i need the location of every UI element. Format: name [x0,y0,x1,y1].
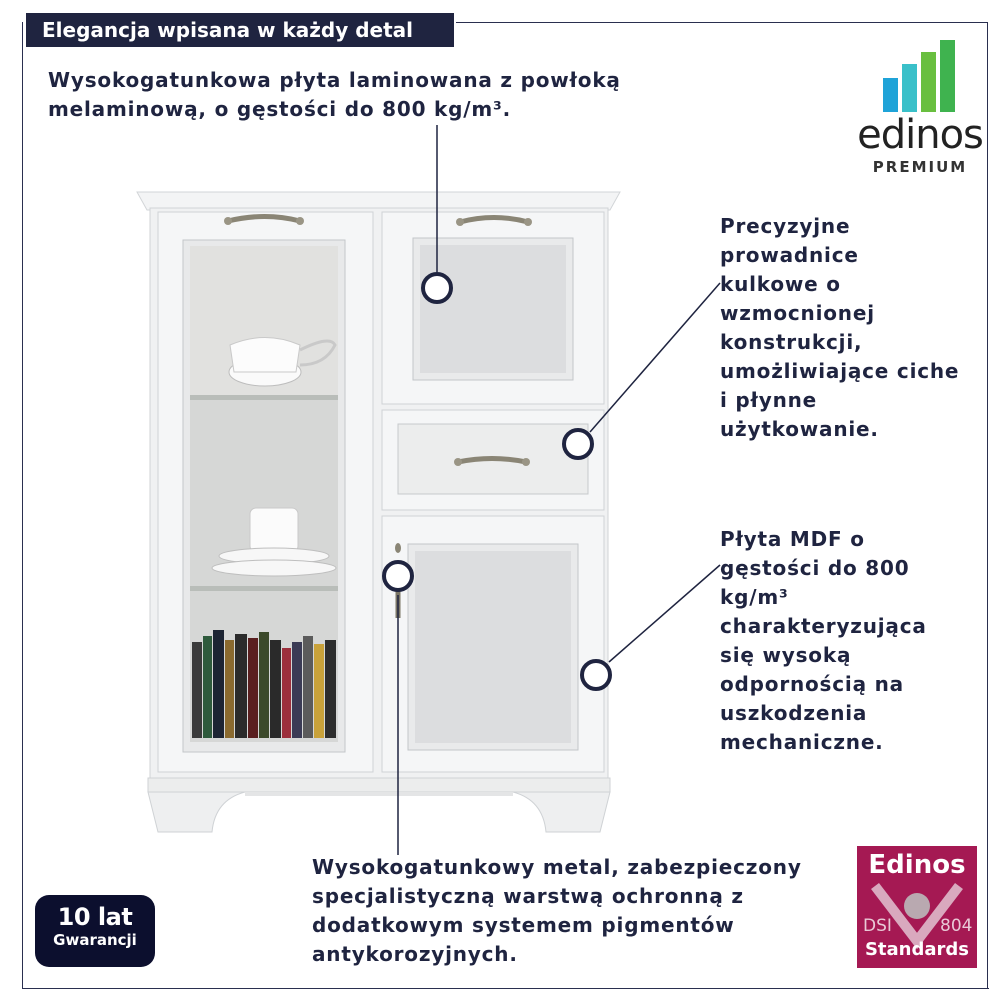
callout-line: Wysokogatunkowy metal, zabezpieczony [312,855,802,879]
edinos-premium-logo: edinos PREMIUM [850,40,990,180]
callout-line: melaminową, o gęstości do 800 kg/m³. [48,97,511,121]
standards-label: Standards [864,939,970,960]
callout-line: użytkowanie. [720,417,879,441]
warranty-label: Gwarancji [53,931,137,949]
warranty-badge: 10 lat Gwarancji [35,895,155,967]
callout-line: antykorozyjnych. [312,942,518,966]
warranty-years: 10 lat [57,903,133,931]
content-frame [22,22,989,989]
checkmark-shield-icon [871,882,963,950]
callout-line: Płyta MDF o [720,527,865,551]
callout-line: prowadnice [720,243,859,267]
callout-line: dodatkowym systemem pigmentów [312,913,735,937]
callout-line: wzmocnionej [720,301,875,325]
callout-line: się wysoką [720,643,852,667]
callout-line: odpornością na [720,672,904,696]
callout-line: umożliwiające ciche [720,359,960,383]
callout-line: charakteryzująca [720,614,927,638]
callout-mdf-text: Płyta MDF o gęstości do 800 kg/m³ charak… [720,525,960,757]
standards-brand: Edinos [868,850,966,880]
page-title: Elegancja wpisana w każdy detal [26,13,454,47]
callout-line: gęstości do 800 [720,556,910,580]
callout-line: kg/m³ [720,585,789,609]
callout-line: specjalistyczną warstwą ochronną z [312,884,744,908]
logo-wordmark: edinos [857,112,984,158]
callout-line: i płynne [720,388,818,412]
frame-right-border [987,22,988,988]
edinos-standards-badge: Edinos DSI 804 Standards [857,846,977,968]
standards-code-right: 804 [940,916,973,936]
callout-line: kulkowe o [720,272,841,296]
callout-laminate-text: Wysokogatunkowa płyta laminowana z powło… [48,66,668,124]
callout-guides-text: Precyzyjne prowadnice kulkowe o wzmocnio… [720,212,980,444]
callout-line: konstrukcji, [720,330,863,354]
bar-chart-icon [883,40,955,112]
callout-line: uszkodzenia [720,701,868,725]
callout-metal-text: Wysokogatunkowy metal, zabezpieczony spe… [312,853,852,969]
callout-line: Wysokogatunkowa płyta laminowana z powło… [48,68,621,92]
logo-subtitle: PREMIUM [872,158,968,176]
callout-line: mechaniczne. [720,730,884,754]
frame-top-border [456,22,988,23]
standards-code-left: DSI [863,916,892,936]
callout-line: Precyzyjne [720,214,851,238]
